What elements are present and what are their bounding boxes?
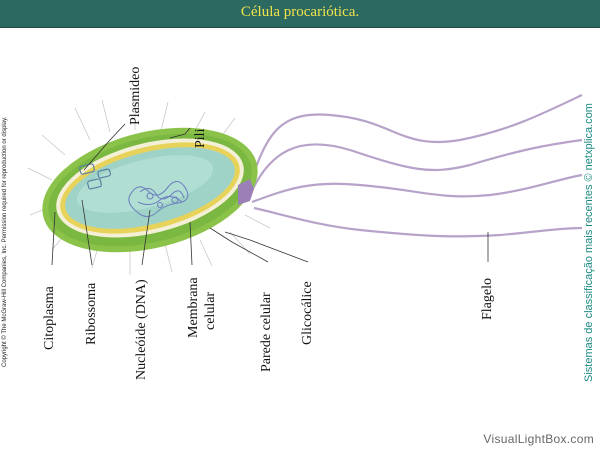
nucleoid-dna [128,180,189,218]
copyright-notice: Copyright © The McGraw-Hill Companies, I… [2,116,8,367]
label-citoplasma: Citoplasma [42,286,57,350]
flagellum-base [238,179,254,205]
flagella [246,94,583,238]
label-ribossoma: Ribossoma [84,282,99,345]
leader-lines [51,123,489,266]
label-parede-celular: Parede celular [259,292,274,372]
label-flagelo: Flagelo [480,278,495,320]
title-bar: Célula procariótica. [0,0,600,28]
label-membrana-line1: Membrana [186,277,201,338]
label-glicocalice: Glicocálice [300,281,315,345]
footer-brand: VisualLightBox.com [483,432,594,446]
page-title: Célula procariótica. [240,4,360,20]
label-pili: Pili [193,128,208,148]
label-nucleoide: Nucleóide (DNA) [134,279,149,380]
plasmid-shapes [79,163,111,190]
label-plasmideo: Plasmideo [128,66,143,125]
side-watermark: Sistemas de classificação mais recentes … [583,103,595,382]
label-membrana-line2: celular [203,291,218,330]
